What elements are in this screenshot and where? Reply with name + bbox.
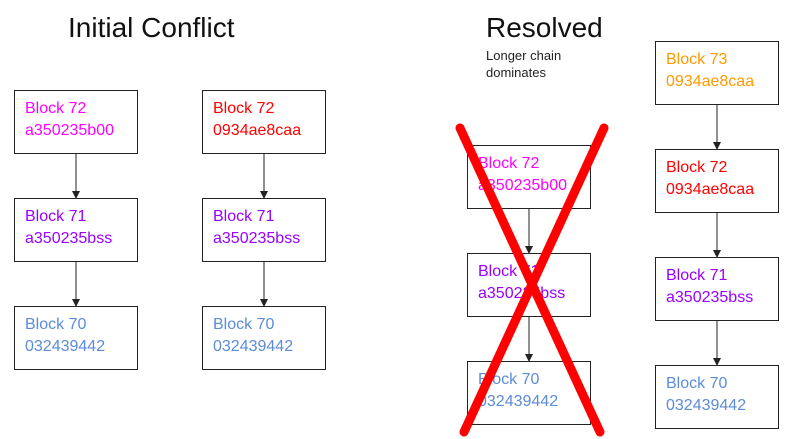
block-name: Block 70	[666, 375, 728, 392]
block-name: Block 73	[666, 51, 728, 68]
resolved-title: Resolved	[486, 12, 603, 43]
block-hash: 0934ae8caa	[666, 181, 755, 198]
rejected-chain-block-2: Block 71 a350235bss	[467, 253, 591, 317]
initial-conflict-title: Initial Conflict	[68, 12, 235, 43]
block-hash: 0934ae8caa	[213, 122, 302, 139]
block-name: Block 72	[25, 100, 87, 117]
block-hash: 0934ae8caa	[666, 73, 755, 90]
block-name: Block 70	[478, 371, 540, 388]
winning-chain-block-3: Block 71 a350235bss	[655, 257, 779, 321]
winning-chain-block-2: Block 72 0934ae8caa	[655, 149, 779, 213]
winning-chain-block-4: Block 70 032439442	[655, 365, 779, 429]
block-hash: a350235bss	[666, 289, 754, 306]
block-hash: a350235bss	[213, 230, 301, 247]
block-hash: 032439442	[478, 393, 559, 410]
block-name: Block 71	[478, 263, 540, 280]
block-name: Block 70	[25, 316, 87, 333]
initial-chain-a-block-3: Block 70 032439442	[14, 306, 138, 370]
initial-chain-a-block-2: Block 71 a350235bss	[14, 198, 138, 262]
initial-chain-a-block-1: Block 72 a350235b00	[14, 90, 138, 154]
block-name: Block 72	[666, 159, 728, 176]
winning-chain-block-1: Block 73 0934ae8caa	[655, 41, 779, 105]
initial-chain-b-block-3: Block 70 032439442	[202, 306, 326, 370]
block-hash: 032439442	[25, 338, 106, 355]
block-hash: a350235bss	[25, 230, 113, 247]
arrow-layer	[72, 105, 721, 366]
block-name: Block 72	[213, 100, 275, 117]
block-name: Block 72	[478, 155, 540, 172]
block-hash: 032439442	[213, 338, 294, 355]
rejected-chain-block-1: Block 72 a350235b00	[467, 145, 591, 209]
block-hash: a350235b00	[25, 122, 114, 139]
block-name: Block 70	[213, 316, 275, 333]
initial-chain-b-block-2: Block 71 a350235bss	[202, 198, 326, 262]
block-name: Block 71	[213, 208, 275, 225]
block-hash: a350235bss	[478, 285, 566, 302]
block-hash: a350235b00	[478, 177, 567, 194]
block-name: Block 71	[25, 208, 87, 225]
rejected-chain-block-3: Block 70 032439442	[467, 361, 591, 425]
longer-chain-note: Longer chain dominates	[486, 48, 562, 80]
block-name: Block 71	[666, 267, 728, 284]
initial-chain-b-block-1: Block 72 0934ae8caa	[202, 90, 326, 154]
block-hash: 032439442	[666, 397, 747, 414]
